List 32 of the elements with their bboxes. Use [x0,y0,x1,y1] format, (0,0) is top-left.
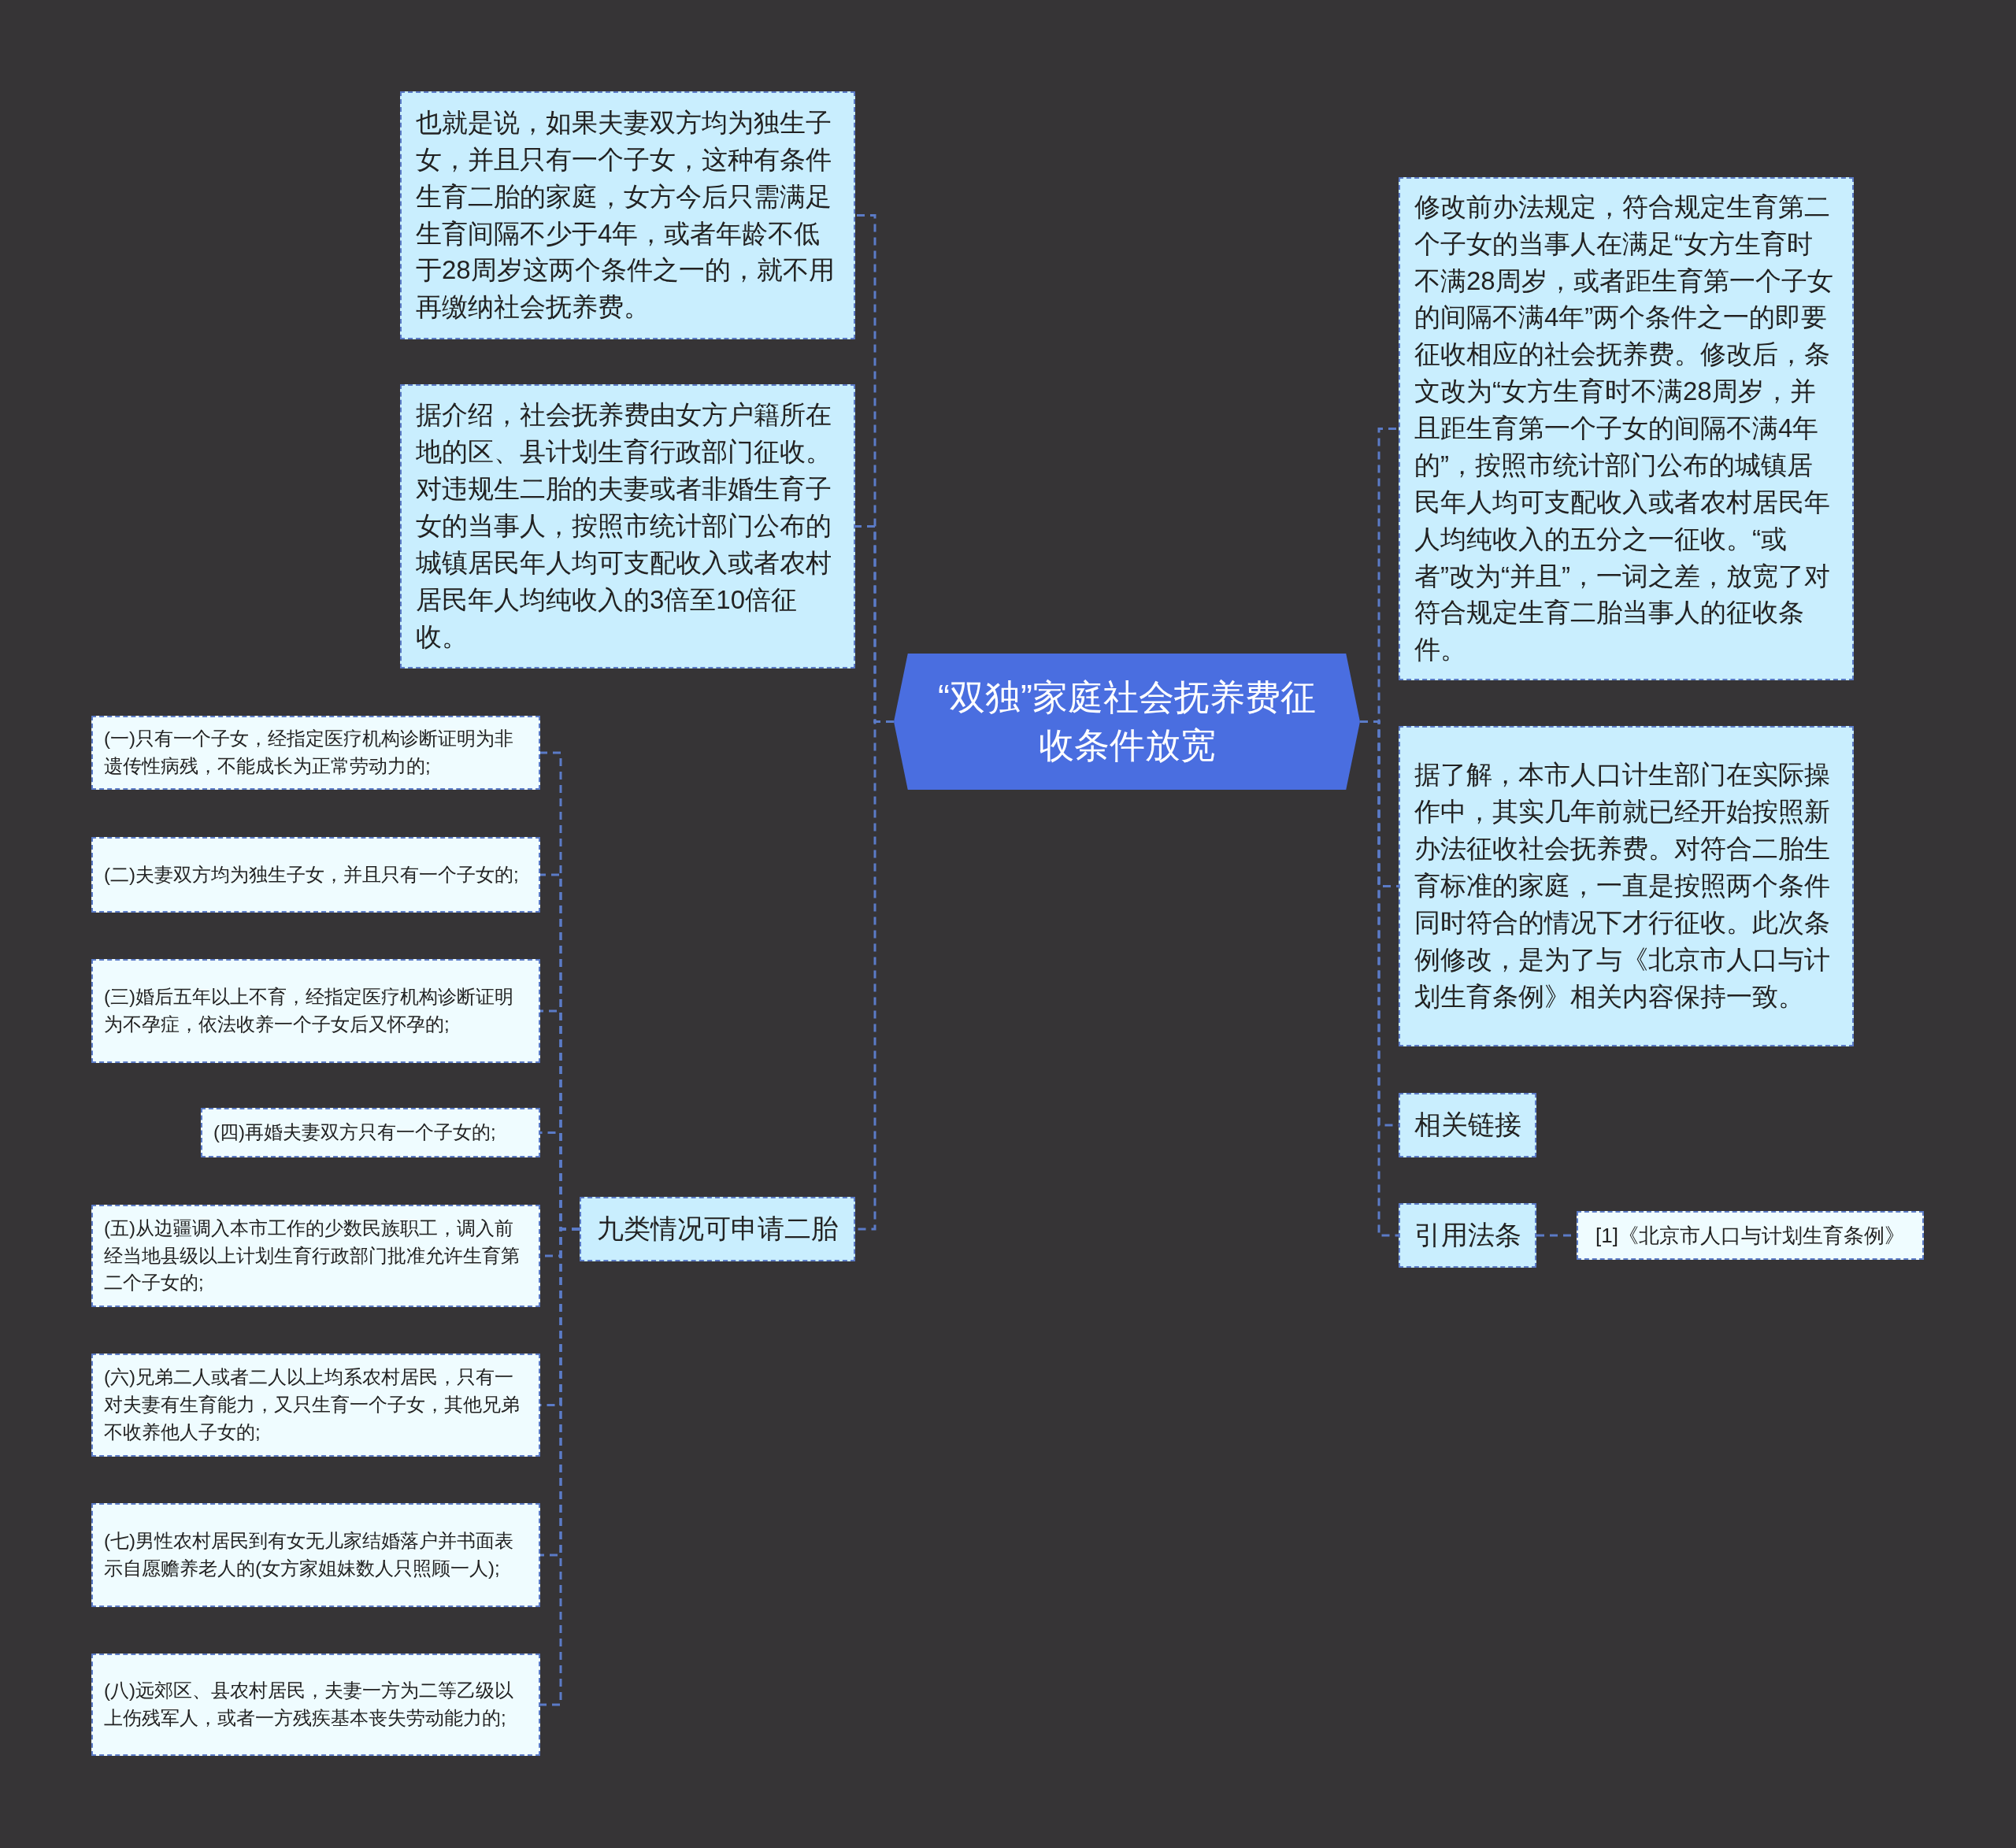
box-text: (三)婚后五年以上不育，经指定医疗机构诊断证明为不孕症，依法收养一个子女后又怀孕的; [104,985,514,1036]
box-text: 也就是说，如果夫妻双方均为独生子女，并且只有一个子女，这种有条件生育二胎的家庭，女方今后只需满足生育间隔不少于4年，或者年龄不低于28周岁这两个条件之一的，就不用再缴纳社会抚养费。 [416,106,836,324]
box-text: 据介绍，社会抚养费由女方户籍所在地的区、县计划生育行政部门征收。对违规生二胎的夫妻或者非婚生育子女的当事人，按照市统计部门公布的城镇居民年人均可支配收入或者农村居民年人均纯收入的3倍至10倍征收。 [416,399,832,653]
subtopic-box [1399,1203,1536,1268]
box-text: (五)从边疆调入本市工作的少数民族职工，调入前经当地县级以上计划生育行政部门批准允许生育第二个子女的; [104,1216,521,1295]
topic-box [1399,726,1854,1046]
box-text: (一)只有一个子女，经指定医疗机构诊断证明为非遗传性病残，不能成长为正常劳动力的; [104,727,514,778]
box-text: 相关链接 [1414,1109,1521,1141]
list-item-box [91,716,540,790]
subtopic-box [580,1197,855,1261]
box-text: [1]《北京市人口与计划生育条例》 [1595,1222,1905,1249]
list-item-box [91,837,540,913]
box-text: 九类情况可申请二胎 [597,1213,838,1245]
box-text: (四)再婚夫妻双方只有一个子女的; [213,1120,496,1145]
box-text: 据了解，本市人口计生部门在实际操作中，其实几年前就已经开始按照新办法征收社会抚养费。对符合二胎生育标准的家庭，一直是按照两个条件同时符合的情况下才行征收。此次条例修改，是为了与《北京市人口与计划生育条例》相关内容保持一致。 [1414,759,1831,1013]
topic-box [400,384,855,668]
list-item-box [91,1205,540,1307]
box-text: (六)兄弟二人或者二人以上均系农村居民，只有一对夫妻有生育能力，又只生育一个子女，其他兄弟不收养他人子女的; [104,1365,521,1444]
topic-box [400,91,855,339]
list-item-box [91,1654,540,1756]
box-text: 修改前办法规定，符合规定生育第二个子女的当事人在满足“女方生育时不满28周岁，或者距生育第一个子女的间隔不满4年”两个条件之一的即要征收相应的社会抚养费。修改后，条文改为“女方生育时不满28周岁，并且距生育第一个子女的间隔不满4年的”，按照市统计部门公布的城镇居民年人均可支配收入或者农村居民年人均纯收入的五分之一征收。“或者”改为“并且”，一词之差，放宽了对符合规定生育二胎当事人的征收条件。 [1414,191,1834,666]
list-item-box [201,1108,540,1157]
box-text: 引用法条 [1414,1219,1521,1251]
list-item-box [91,1354,540,1457]
box-text: (七)男性农村居民到有女无儿家结婚落户并书面表示自愿赡养老人的(女方家姐妹数人只照顾一人); [104,1529,514,1580]
box-text: (二)夫妻双方均为独生子女，并且只有一个子女的; [104,862,519,887]
list-item-box [91,959,540,1063]
list-item-box [91,1503,540,1607]
subtopic-box [1399,1093,1536,1157]
box-text: “双独”家庭社会抚养费征收条件放宽 [937,676,1317,767]
reference-box [1577,1211,1924,1260]
box-text: (八)远郊区、县农村居民，夫妻一方为二等乙级以上伤残军人，或者一方残疾基本丧失劳动能力的; [104,1679,514,1730]
